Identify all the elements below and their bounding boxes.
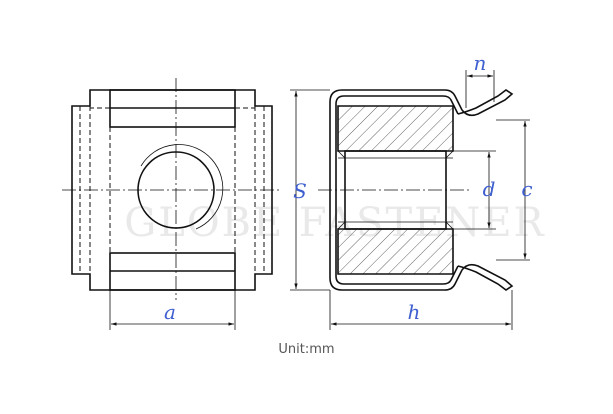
dimension-s-label: S <box>293 179 307 203</box>
dimension-d-label: d <box>483 177 496 201</box>
spring-tab-bottom <box>457 263 514 291</box>
dimension-s: S <box>290 89 330 291</box>
side-view: S h n d c <box>290 51 533 330</box>
dimension-h-label: h <box>408 300 421 324</box>
dimension-n: n <box>465 51 495 108</box>
dimension-h: h <box>329 290 513 330</box>
dimension-a: a <box>109 290 236 330</box>
spring-tab-top <box>457 89 514 117</box>
dimension-n-label: n <box>474 51 487 75</box>
watermark-text: GLOBE FASTENER <box>124 200 545 246</box>
dimension-c-label: c <box>521 177 532 201</box>
dimension-d: d <box>446 150 496 230</box>
thread-arc <box>140 144 224 230</box>
nut-body-lower <box>337 228 454 275</box>
front-view: a <box>62 78 282 330</box>
dimension-a-label: a <box>164 300 176 324</box>
nut-body-upper <box>337 105 454 152</box>
unit-label: Unit:mm <box>278 342 335 357</box>
dimension-c: c <box>496 119 533 261</box>
